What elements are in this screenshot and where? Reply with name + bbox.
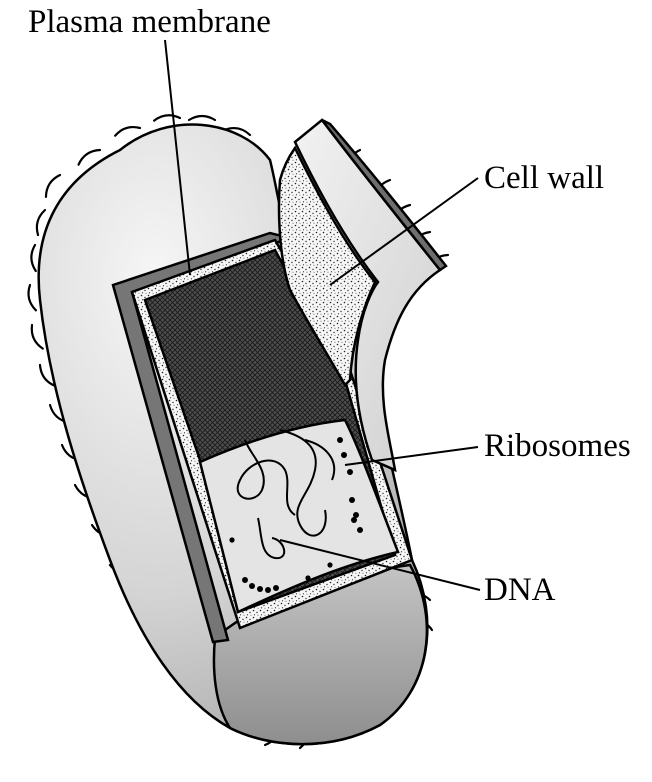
label-cell-wall: Cell wall [484,160,604,196]
cell-wall-flap-edge [321,118,448,272]
label-plasma-membrane: Plasma membrane [28,4,271,40]
plasma-membrane-leader [164,39,191,276]
pilus [77,148,102,166]
pilus [44,173,62,198]
pilus [27,283,38,312]
ribosomes-dots [229,437,363,593]
dna-leader [279,539,481,591]
dna-strands [236,429,335,560]
pilus [187,114,217,122]
cell-wall-leader [329,177,479,286]
pilus [114,125,142,137]
pilus [38,363,57,388]
pilus [30,243,37,273]
pilus [30,323,44,350]
ribosomes-leader [344,446,479,466]
label-ribosomes: Ribosomes [484,428,631,464]
pilus [153,114,182,122]
pilus [35,208,47,237]
label-dna: DNA [484,572,556,608]
cell-wall-flap-inner [277,145,377,388]
